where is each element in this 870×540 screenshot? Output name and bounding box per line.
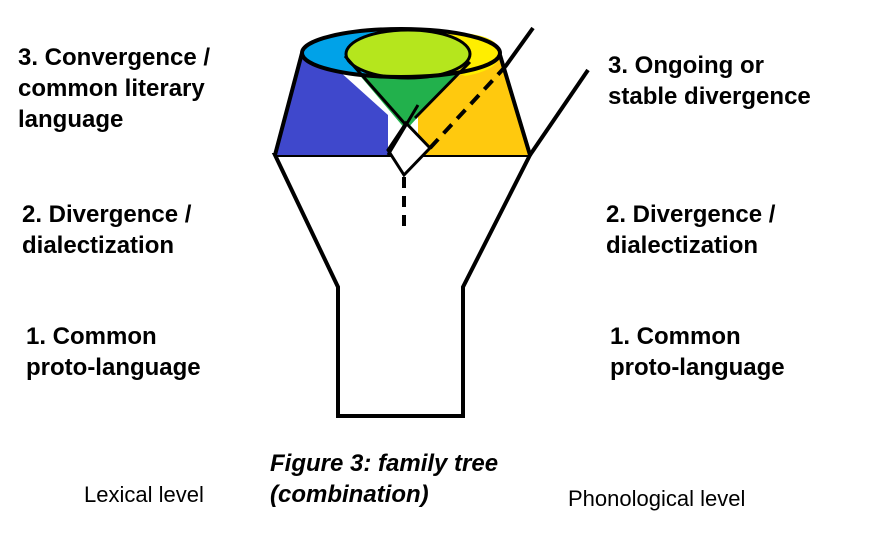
blue-lexical-region <box>275 52 388 155</box>
left-stage2-label: 2. Divergence / dialectization <box>22 199 191 261</box>
right-stage2-line1: 2. Divergence / <box>606 201 776 228</box>
left-stage1-line1: 1. Common <box>26 323 157 350</box>
right-stage1-line1: 1. Common <box>610 323 741 350</box>
crown-left-edge <box>273 52 304 156</box>
caption-line2: (combination) <box>270 481 429 508</box>
phonological-level-label: Phonological level <box>568 486 746 511</box>
lime-core-ellipse <box>344 28 472 80</box>
lexical-level-label: Lexical level <box>84 482 204 507</box>
right-stage3-line1: 3. Ongoing or <box>608 52 764 79</box>
right-stage3-line2: stable divergence <box>608 83 811 110</box>
left-stage1-line2: proto-language <box>26 354 201 381</box>
left-stage2-line1: 2. Divergence / <box>22 201 192 228</box>
tree-trunk <box>271 153 534 418</box>
divergence-branch-upper <box>503 26 535 69</box>
cone-right-edge <box>413 60 472 120</box>
figure-caption: Figure 3: family tree (combination) <box>270 448 498 510</box>
right-stage1-label: 1. Common proto-language <box>610 321 785 383</box>
left-stage3-label: 3. Convergence / common literary languag… <box>18 42 210 135</box>
divergence-branch-lower <box>528 68 590 157</box>
left-stage3-line1: 3. Convergence / <box>18 44 211 71</box>
cone-left-edge <box>343 55 408 126</box>
left-stage3-line2: common literary <box>18 75 205 102</box>
right-stage2-label: 2. Divergence / dialectization <box>606 199 775 261</box>
crown-split-line <box>386 104 420 156</box>
dashed-divergence-line <box>428 65 507 150</box>
right-stage1-line2: proto-language <box>610 354 785 381</box>
left-stage3-line3: language <box>18 106 124 133</box>
caption-line1: Figure 3: family tree <box>270 450 499 477</box>
crown-right-edge <box>498 54 532 156</box>
left-stage2-line2: dialectization <box>22 232 175 259</box>
right-stage2-line2: dialectization <box>606 232 759 259</box>
right-stage3-label: 3. Ongoing or stable divergence <box>608 50 811 112</box>
left-stage1-label: 1. Common proto-language <box>26 321 201 383</box>
